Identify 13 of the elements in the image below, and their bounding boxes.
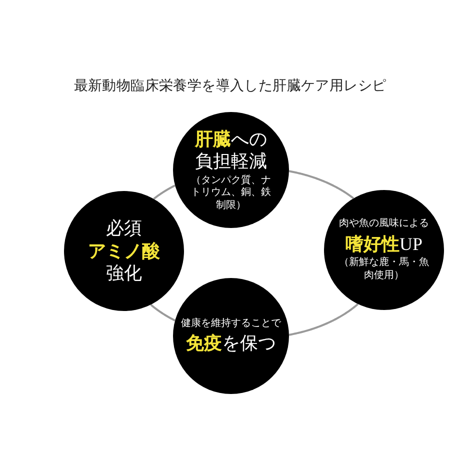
title: 最新動物臨床栄養学を導入した肝臓ケア用レシピ	[74, 79, 386, 96]
note-text: 健康を維持することで	[181, 318, 281, 330]
heading-text: 嗜好性UP	[345, 232, 422, 255]
note-text: （新鮮な鹿・馬・魚肉使用）	[338, 257, 430, 282]
connector-arc	[288, 170, 354, 200]
heading-text: 免疫を保つ	[186, 332, 276, 354]
connector-arc	[153, 184, 176, 200]
note-text: 肉や魚の風味による	[339, 218, 429, 230]
heading-text: 肝臓への負担軽減	[194, 128, 268, 173]
note-text: （タンパク質、ナトリウム、銅、鉄制限）	[190, 174, 272, 212]
heading-text: 必須アミノ酸強化	[88, 217, 160, 285]
connector-arc	[150, 304, 176, 322]
connector-arc	[288, 303, 359, 336]
